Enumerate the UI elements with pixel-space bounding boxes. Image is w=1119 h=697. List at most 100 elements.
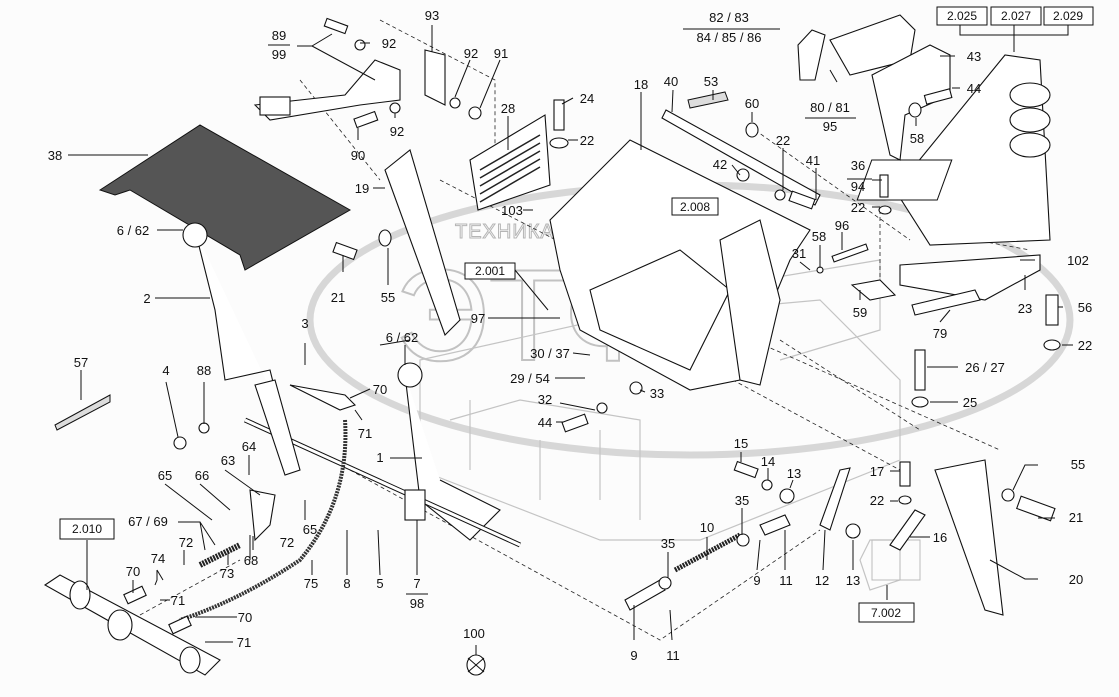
bolt-26 <box>914 349 926 391</box>
callout-4: 4 <box>162 363 169 378</box>
callout-42: 42 <box>713 157 727 172</box>
callout-59: 59 <box>853 305 867 320</box>
callout-36-94: 36 94 <box>847 158 872 194</box>
armrest-43 <box>871 44 951 161</box>
callout-label: 99 <box>272 47 286 62</box>
grille-28 <box>469 114 551 211</box>
callout-label: 7.002 <box>871 606 901 620</box>
callout-60: 60 <box>745 96 759 111</box>
callout-92: 92 <box>464 46 478 61</box>
callout-33: 33 <box>650 386 664 401</box>
bolt-56 <box>1045 294 1059 326</box>
callout-6-62: 6 / 62 <box>117 223 150 238</box>
callout-67-69: 67 / 69 <box>128 514 168 529</box>
clip-59 <box>850 279 897 301</box>
callout-40: 40 <box>664 74 678 89</box>
callout-16: 16 <box>933 530 947 545</box>
callout-71: 71 <box>171 593 185 608</box>
callout-22: 22 <box>1078 338 1092 353</box>
callout-15: 15 <box>734 436 748 451</box>
callout-label: 7 <box>413 576 420 591</box>
callout-label: 2.029 <box>1053 9 1083 23</box>
callout-32: 32 <box>538 392 552 407</box>
rail-79 <box>911 289 981 316</box>
bolt-21 <box>332 241 358 261</box>
cable-75 <box>179 419 348 622</box>
callout-56: 56 <box>1078 300 1092 315</box>
callout-3: 3 <box>301 316 308 331</box>
callout-label: 98 <box>410 596 424 611</box>
seat-base-23 <box>899 254 1041 301</box>
ref-box-2008[interactable]: 2.008 <box>671 197 719 216</box>
callout-11: 11 <box>666 648 680 663</box>
callout-70: 70 <box>126 564 140 579</box>
callout-30-37: 30 / 37 <box>530 346 570 361</box>
ref-box-2010[interactable]: 2.010 <box>59 518 115 540</box>
strip-53 <box>687 91 729 109</box>
callout-90: 90 <box>351 148 365 163</box>
callout-35: 35 <box>661 536 675 551</box>
callout-55: 55 <box>1071 457 1085 472</box>
callout-13: 13 <box>787 466 801 481</box>
ref-box-2029[interactable]: 2.029 <box>1043 6 1094 26</box>
ref-box-2001[interactable]: 2.001 <box>464 262 516 280</box>
callout-24: 24 <box>580 91 594 106</box>
callout-23: 23 <box>1018 301 1032 316</box>
callout-92: 92 <box>382 36 396 51</box>
callout-43: 43 <box>967 49 981 64</box>
callout-1: 1 <box>376 450 383 465</box>
callout-71: 71 <box>358 426 372 441</box>
parts <box>43 14 1061 676</box>
callout-label: 2.025 <box>947 9 977 23</box>
callout-97: 97 <box>471 311 485 326</box>
ref-box-7002[interactable]: 7.002 <box>858 602 915 623</box>
clamp-7 <box>404 489 426 521</box>
callout-6-62: 6 / 62 <box>386 330 419 345</box>
arm-12 <box>819 467 851 531</box>
callout-35: 35 <box>735 493 749 508</box>
callout-8: 8 <box>343 576 350 591</box>
callout-18: 18 <box>634 77 648 92</box>
callout-label: 2.001 <box>475 264 505 278</box>
callout-70: 70 <box>238 610 252 625</box>
callout-label: 95 <box>823 119 837 134</box>
callout-12: 12 <box>815 573 829 588</box>
floor-mat-38 <box>98 124 352 271</box>
callout-53: 53 <box>704 74 718 89</box>
callout-5: 5 <box>376 576 383 591</box>
callout-44: 44 <box>538 415 552 430</box>
callout-11: 11 <box>779 573 793 588</box>
bracket-93 <box>424 49 446 106</box>
callout-9: 9 <box>753 573 760 588</box>
bolt-17 <box>899 461 911 487</box>
callout-22: 22 <box>776 133 790 148</box>
callout-41: 41 <box>806 153 820 168</box>
callout-102: 102 <box>1067 253 1089 268</box>
cap-60 <box>745 122 759 138</box>
callout-55: 55 <box>381 290 395 305</box>
callout-44: 44 <box>967 81 981 96</box>
callout-74: 74 <box>151 551 165 566</box>
callout-14: 14 <box>761 454 775 469</box>
callout-7-98: 7 98 <box>406 576 428 611</box>
callout-13: 13 <box>846 573 860 588</box>
callout-28: 28 <box>501 101 515 116</box>
callout-10: 10 <box>700 520 714 535</box>
bracket-82 <box>797 29 826 81</box>
trim-57 <box>54 394 111 431</box>
callout-58: 58 <box>812 229 826 244</box>
callout-25: 25 <box>963 395 977 410</box>
callout-20: 20 <box>1069 572 1083 587</box>
ref-box-2027[interactable]: 2.027 <box>990 6 1042 26</box>
panel-20 <box>934 459 1004 616</box>
callout-label: 2.027 <box>1001 9 1031 23</box>
callout-64: 64 <box>242 439 256 454</box>
callout-58: 58 <box>910 131 924 146</box>
callout-68: 68 <box>244 553 258 568</box>
callout-71: 71 <box>237 635 251 650</box>
callout-38: 38 <box>48 148 62 163</box>
callout-label: 36 <box>851 158 865 173</box>
ref-box-2025[interactable]: 2.025 <box>936 6 988 26</box>
